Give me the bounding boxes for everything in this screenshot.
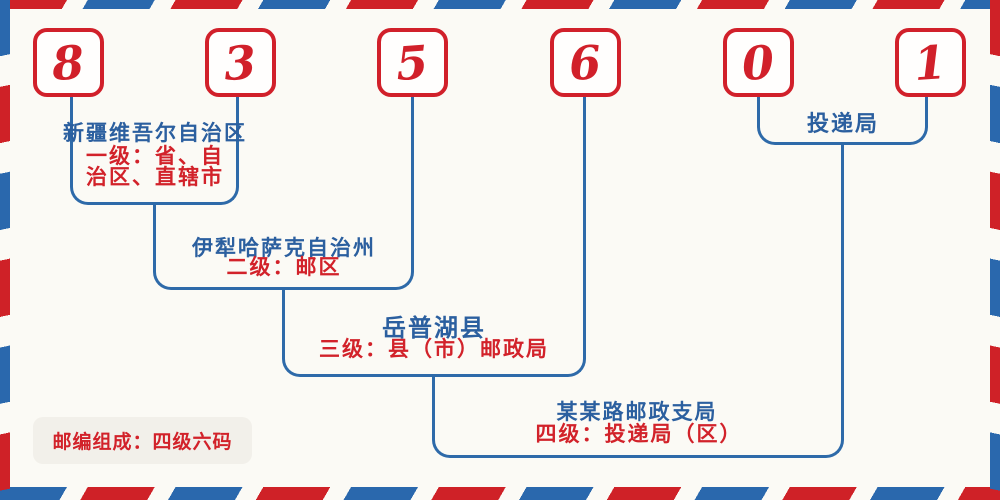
- airmail-stripe-border-top: [0, 0, 1000, 9]
- level1-description: 一级：省、自 治区、直辖市: [86, 145, 224, 189]
- level2-region-name: 伊犁哈萨克自治州: [192, 236, 376, 260]
- digit-1: 8: [50, 34, 87, 91]
- airmail-stripe-border-bottom: [0, 487, 1000, 500]
- digit-box-5: 0: [723, 28, 794, 97]
- digit-5: 0: [740, 34, 777, 91]
- bracket-level2-left-line: [153, 205, 156, 272]
- bracket-level1-right-line: [236, 97, 239, 187]
- airmail-stripe-border-right: [990, 0, 1000, 500]
- digit-box-1: 8: [33, 28, 104, 97]
- level4-region-name: 某某路邮政支局: [556, 400, 718, 424]
- airmail-stripe-border-left: [0, 0, 10, 500]
- level4-description: 四级：投递局（区）: [535, 423, 743, 446]
- bracket-level3-right-line: [583, 97, 586, 359]
- digit-box-3: 5: [377, 28, 448, 97]
- level2-description: 二级：邮区: [226, 256, 342, 279]
- digit-3: 5: [394, 34, 431, 91]
- bracket-delivery-left-line: [757, 97, 760, 127]
- digit-box-6: 1: [895, 28, 966, 97]
- delivery-office-label: 投递局: [806, 111, 879, 136]
- digit-4: 6: [567, 34, 604, 91]
- level3-description: 三级：县（市）邮政局: [319, 338, 549, 361]
- postal-code-composition-text: 邮编组成：四级六码: [52, 432, 233, 453]
- level1-region-name: 新疆维吾尔自治区: [63, 121, 247, 145]
- bracket-level4-right-line: [841, 145, 844, 440]
- bracket-delivery-right-line: [925, 97, 928, 127]
- digit-2: 3: [222, 34, 259, 91]
- postal-code-composition-badge: 邮编组成：四级六码: [33, 417, 252, 464]
- bracket-level1-left-line: [70, 97, 73, 187]
- digit-6: 1: [912, 34, 949, 91]
- level3-region-name: 岳普湖县: [382, 316, 486, 342]
- bracket-level3-left-line: [282, 290, 285, 359]
- bracket-level4-left-line: [432, 377, 435, 440]
- digit-box-4: 6: [550, 28, 621, 97]
- digit-box-2: 3: [205, 28, 276, 97]
- bracket-level2-right-line: [411, 97, 414, 272]
